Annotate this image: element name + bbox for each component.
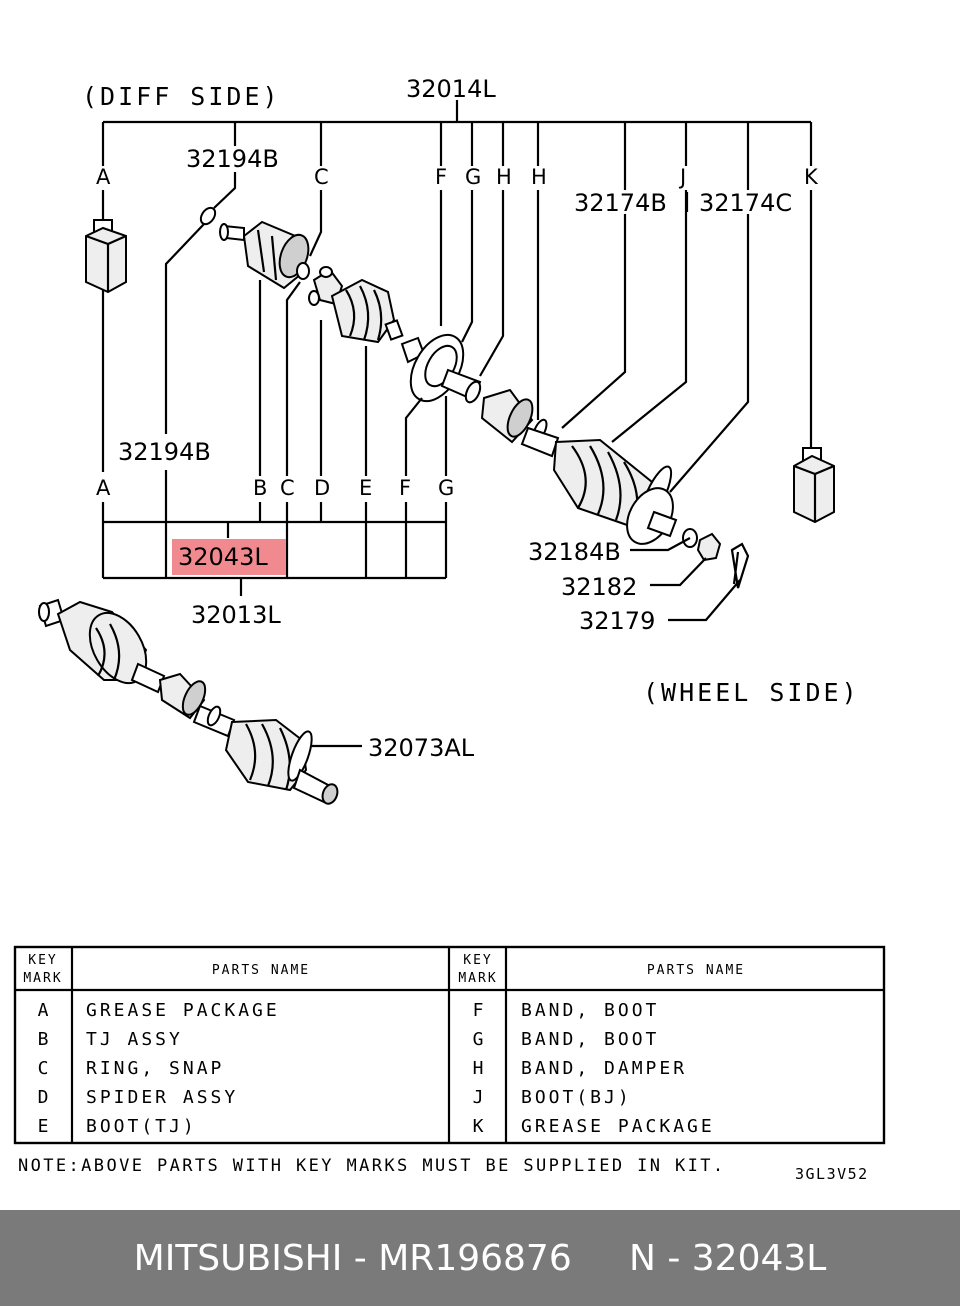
key-letter-top-h1: H	[496, 165, 512, 189]
key-letter-bottom-g: G	[438, 476, 454, 500]
parts-table	[13, 945, 886, 1145]
leader-lines-wheel-side	[306, 537, 741, 748]
row-key-e: E	[38, 1116, 49, 1137]
row-name-b: TJ ASSY	[86, 1029, 183, 1050]
row-name-h: BAND, DAMPER	[521, 1058, 687, 1079]
key-letter-bottom-e: E	[359, 476, 372, 500]
leader-lines-upper	[101, 172, 813, 493]
key-letter-top-f: F	[435, 165, 447, 189]
part-number-32184B: 32184B	[528, 538, 621, 566]
row-key-g: G	[473, 1029, 484, 1050]
kit-note: NOTE:ABOVE PARTS WITH KEY MARKS MUST BE …	[18, 1156, 726, 1176]
part-number-32174B: 32174B	[574, 189, 667, 217]
drawing-code: 3GL3V52	[795, 1165, 869, 1183]
row-name-a: GREASE PACKAGE	[86, 1000, 280, 1021]
bracket-32013L	[101, 470, 448, 596]
footer-bar: MITSUBISHI - MR196876 N - 32043L	[0, 1210, 960, 1306]
row-key-f: F	[473, 1000, 484, 1021]
key-letter-bottom-d: D	[314, 476, 330, 500]
footer-title: MITSUBISHI - MR196876 N - 32043L	[133, 1237, 827, 1279]
key-letter-bottom-b: B	[253, 476, 267, 500]
key-letter-top-g: G	[465, 165, 481, 189]
part-number-32182: 32182	[561, 573, 637, 601]
row-key-d: D	[38, 1087, 49, 1108]
header-key-left-line1: KEY	[28, 953, 57, 968]
row-key-b: B	[38, 1029, 49, 1050]
key-letter-bottom-c: C	[280, 476, 295, 500]
header-key-right-line1: KEY	[463, 953, 492, 968]
row-name-f: BAND, BOOT	[521, 1000, 659, 1021]
header-key-left-line2: MARK	[23, 971, 62, 986]
row-name-c: RING, SNAP	[86, 1058, 224, 1079]
exploded-parts-diagram: (DIFF SIDE) (WHEEL SIDE) 32014L 32194B 3…	[13, 75, 886, 1183]
key-letter-top-h2: H	[531, 165, 547, 189]
key-letter-top-k: K	[804, 165, 819, 189]
diff-side-label: (DIFF SIDE)	[82, 82, 281, 111]
row-key-k: K	[473, 1116, 484, 1137]
highlight-box	[172, 539, 286, 575]
row-name-k: GREASE PACKAGE	[521, 1116, 715, 1137]
key-letter-top-c: C	[314, 165, 329, 189]
wheel-side-label: (WHEEL SIDE)	[643, 678, 860, 707]
bracket-32014L	[101, 100, 813, 190]
part-number-32014L: 32014L	[406, 75, 496, 103]
part-number-32073AL: 32073AL	[368, 734, 475, 762]
part-number-32013L: 32013L	[191, 601, 281, 629]
row-key-a: A	[38, 1000, 49, 1021]
header-key-right-line2: MARK	[458, 971, 497, 986]
part-number-32179: 32179	[579, 607, 655, 635]
complete-drive-shaft-illustration	[38, 598, 339, 805]
row-name-d: SPIDER ASSY	[86, 1087, 238, 1108]
row-key-j: J	[473, 1087, 484, 1108]
key-letter-bottom-a: A	[96, 476, 111, 500]
part-number-32194B-top: 32194B	[186, 145, 279, 173]
header-name-left: PARTS NAME	[212, 963, 310, 978]
key-letter-top-a: A	[96, 165, 111, 189]
part-number-32174C: 32174C	[699, 189, 792, 217]
header-name-right: PARTS NAME	[647, 963, 745, 978]
leader-lines-lower	[101, 223, 448, 476]
part-number-32043L: 32043L	[178, 543, 268, 571]
grease-package-left-icon	[85, 219, 127, 294]
part-number-32194B-mid: 32194B	[118, 438, 211, 466]
row-name-g: BAND, BOOT	[521, 1029, 659, 1050]
grease-package-right-icon	[793, 447, 835, 524]
row-name-j: BOOT(BJ)	[521, 1087, 632, 1108]
exploded-drive-shaft-illustration	[199, 206, 750, 589]
row-key-h: H	[473, 1058, 484, 1079]
row-name-e: BOOT(TJ)	[86, 1116, 197, 1137]
row-key-c: C	[38, 1058, 49, 1079]
key-letter-top-j: J	[678, 165, 686, 189]
key-letter-bottom-f: F	[399, 476, 411, 500]
